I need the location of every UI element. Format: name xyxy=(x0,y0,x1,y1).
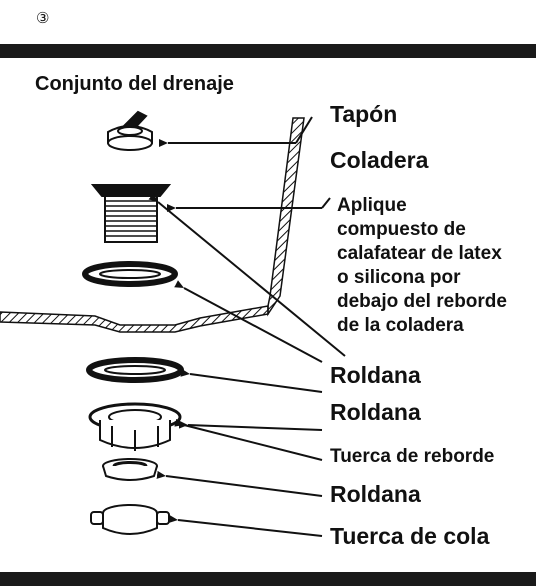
leader-tapon-tick xyxy=(295,116,313,144)
caulk-instruction-note: Aplique compuesto de calafatear de latex… xyxy=(337,194,507,338)
note-line-5: debajo del reborde xyxy=(337,291,507,312)
diagram-heading: Conjunto del drenaje xyxy=(35,73,234,95)
arrow-note xyxy=(148,193,346,357)
step-marker: ③ xyxy=(36,10,50,27)
bottom-rule xyxy=(0,572,536,586)
washer-1-part xyxy=(86,357,184,383)
note-line-3: calafatear de latex xyxy=(337,243,502,264)
strainer-part xyxy=(90,184,172,243)
label-roldana-3: Roldana xyxy=(330,481,421,507)
washer-under-flange xyxy=(82,261,178,287)
arrow-roldana-1 xyxy=(180,368,323,393)
tail-nut-part xyxy=(90,504,170,535)
label-roldana-1: Roldana xyxy=(330,362,421,388)
label-tuerca-cola: Tuerca de cola xyxy=(330,523,490,549)
note-line-4: o silicona por xyxy=(337,267,461,288)
arrow-roldana-upper xyxy=(174,280,323,363)
arrow-roldana-2 xyxy=(178,420,323,431)
flange-nut-part xyxy=(99,420,171,451)
label-tuerca-reborde: Tuerca de reborde xyxy=(330,446,495,467)
note-line-1: Aplique xyxy=(337,195,407,216)
label-coladera: Coladera xyxy=(330,147,429,173)
top-rule xyxy=(0,44,536,58)
washer-3-part xyxy=(102,458,158,481)
label-roldana-2: Roldana xyxy=(330,399,421,425)
note-line-6: de la coladera xyxy=(337,315,464,336)
arrow-tuerca-reborde xyxy=(174,418,323,461)
label-tapon: Tapón xyxy=(330,101,398,127)
arrow-roldana-3 xyxy=(156,470,323,497)
arrow-tuerca-cola xyxy=(168,515,323,537)
leader-arrows xyxy=(148,116,346,537)
stopper-part xyxy=(107,110,153,151)
leader-coladera-tick xyxy=(321,197,331,209)
sink-basin-section xyxy=(0,117,305,333)
note-line-2: compuesto de xyxy=(337,219,466,240)
